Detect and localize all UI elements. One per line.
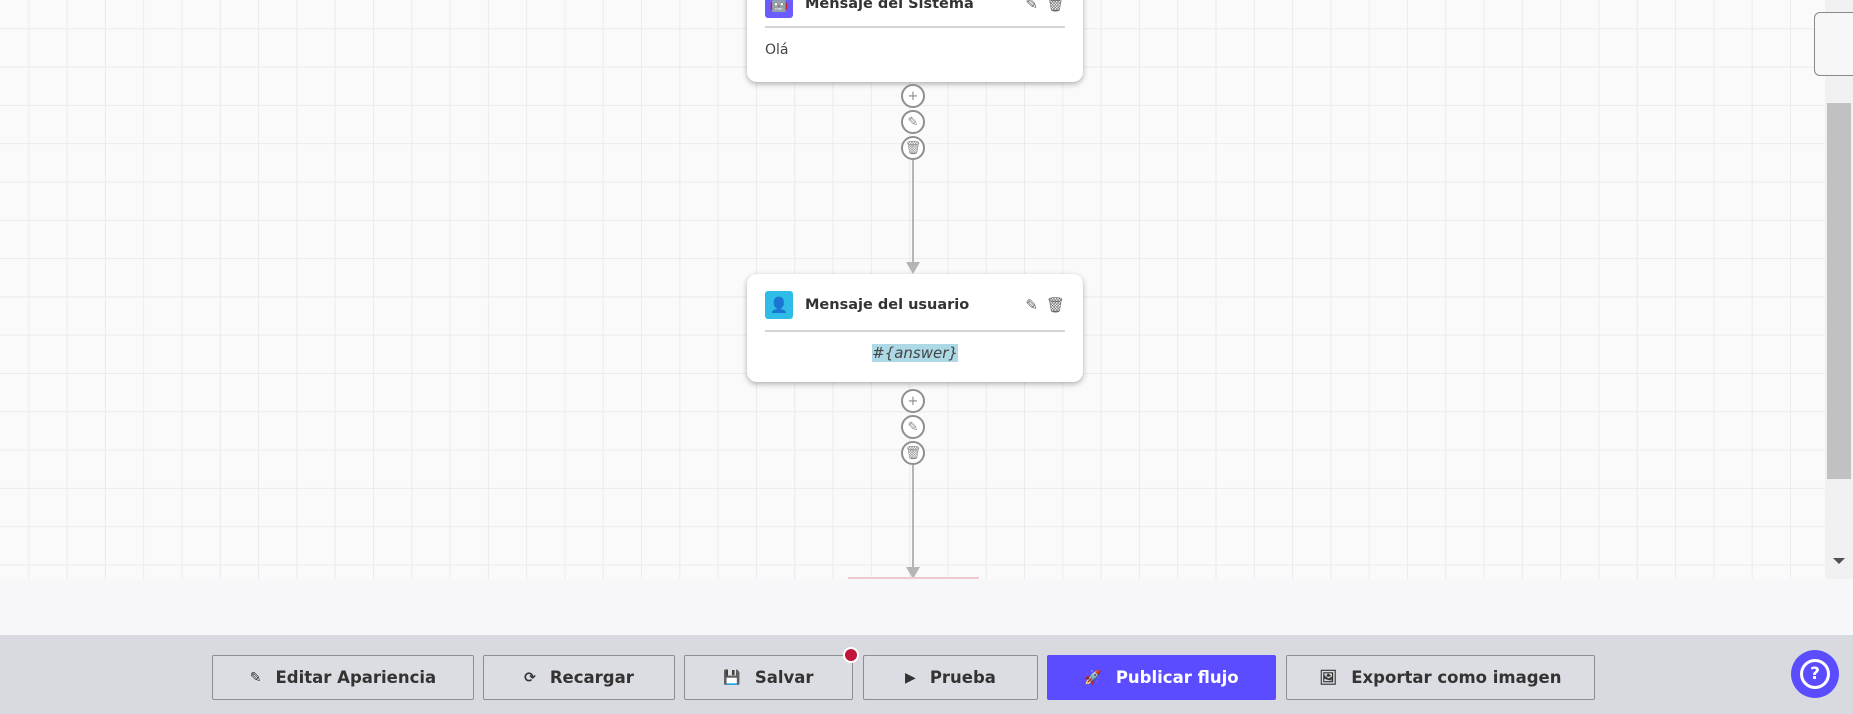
node-user-message[interactable]: 👤 Mensaje del usuario ✎ 🗑 #{answer} — [747, 274, 1083, 382]
scroll-down-icon[interactable] — [1833, 558, 1845, 564]
save-icon: 💾 — [723, 669, 741, 686]
export-image-button[interactable]: 🖼 Exportar como imagen — [1286, 655, 1595, 700]
help-icon: ? — [1800, 659, 1830, 689]
button-label: Prueba — [929, 668, 996, 687]
connector-line — [912, 160, 914, 264]
test-button[interactable]: ▶ Prueba — [863, 655, 1038, 700]
next-node-edge — [848, 577, 979, 579]
flow-canvas[interactable]: 🤖 Mensaje del Sistema ✎ 🗑 Olá + ✎ 🗑 👤 Me… — [0, 0, 1825, 579]
edit-icon[interactable]: ✎ — [1025, 0, 1038, 13]
scrollbar[interactable] — [1825, 0, 1853, 579]
node-body: Olá — [765, 42, 789, 58]
refresh-icon: ⟳ — [524, 669, 536, 686]
edit-icon: ✎ — [249, 669, 262, 686]
scrollbar-thumb[interactable] — [1827, 103, 1851, 479]
connector-line — [912, 465, 914, 569]
add-node-button[interactable]: + — [901, 389, 925, 413]
button-label: Publicar flujo — [1115, 668, 1239, 687]
trash-icon[interactable]: 🗑 — [1045, 0, 1065, 13]
trash-icon[interactable]: 🗑 — [1045, 296, 1065, 314]
button-label: Editar Apariencia — [275, 668, 437, 687]
node-system-message[interactable]: 🤖 Mensaje del Sistema ✎ 🗑 Olá — [747, 0, 1083, 82]
edit-connector-button[interactable]: ✎ — [901, 110, 925, 134]
connector-arrow — [906, 262, 920, 274]
edit-connector-button[interactable]: ✎ — [901, 415, 925, 439]
reload-button[interactable]: ⟳ Recargar — [483, 655, 675, 700]
side-panel-tab[interactable] — [1814, 12, 1853, 76]
button-label: Recargar — [549, 668, 634, 687]
add-node-button[interactable]: + — [901, 84, 925, 108]
button-label: Exportar como imagen — [1351, 668, 1562, 687]
save-button[interactable]: 💾 Salvar — [684, 655, 853, 700]
image-icon: 🖼 — [1319, 669, 1338, 686]
edit-appearance-button[interactable]: ✎ Editar Apariencia — [212, 655, 474, 700]
delete-connector-button[interactable]: 🗑 — [901, 136, 925, 160]
help-button[interactable]: ? — [1791, 650, 1839, 698]
bottom-toolbar: ✎ Editar Apariencia ⟳ Recargar 💾 Salvar ▶ Pr… — [0, 635, 1853, 714]
delete-connector-button[interactable]: 🗑 — [901, 441, 925, 465]
edit-icon[interactable]: ✎ — [1025, 296, 1038, 314]
connector-arrow — [906, 567, 920, 579]
user-icon: 👤 — [765, 291, 793, 319]
robot-icon: 🤖 — [765, 0, 793, 18]
unsaved-indicator — [843, 647, 859, 663]
node-title: Mensaje del usuario — [805, 297, 970, 313]
button-label: Salvar — [754, 668, 814, 687]
play-icon: ▶ — [905, 669, 916, 686]
variable-placeholder: #{answer} — [872, 344, 958, 362]
node-title: Mensaje del Sistema — [805, 0, 974, 12]
publish-flow-button[interactable]: 🚀 Publicar flujo — [1047, 655, 1276, 700]
rocket-icon: 🚀 — [1084, 669, 1102, 686]
